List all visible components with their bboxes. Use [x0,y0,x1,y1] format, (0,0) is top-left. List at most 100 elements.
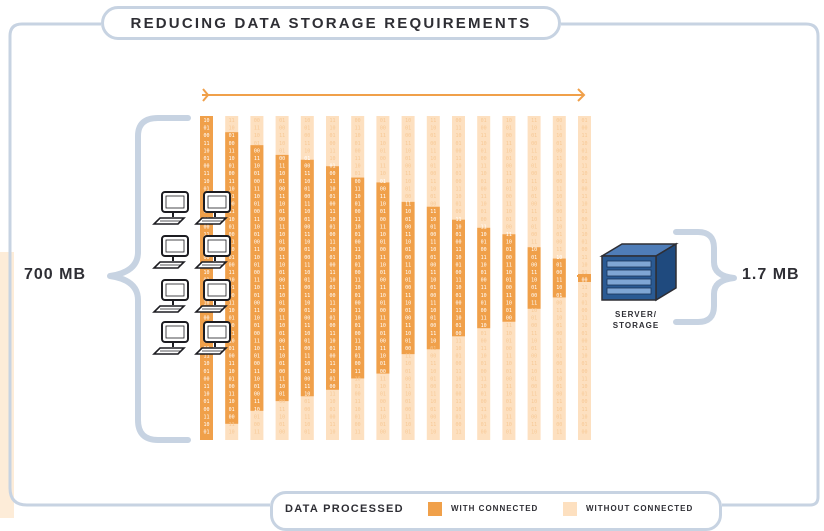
binary-digits: 00 [481,217,487,223]
binary-digits: 01 [229,285,235,291]
binary-digits: 00 [355,148,361,154]
binary-digits: 10 [329,186,335,192]
binary-digits: 10 [304,270,310,276]
binary-digits: 10 [481,202,487,208]
binary-digits: 10 [380,171,386,177]
binary-digits: 10 [506,422,512,428]
binary-digits: 11 [455,338,461,344]
binary-digits: 01 [531,194,537,200]
binary-digits: 11 [355,247,361,253]
binary-digits: 11 [355,338,361,344]
binary-digits: 10 [531,399,537,405]
binary-digits: 00 [279,217,285,223]
binary-digits: 10 [203,392,209,398]
binary-digits: 11 [455,430,461,436]
binary-digits: 00 [229,384,235,390]
binary-digits: 11 [229,331,235,337]
left-brace [107,115,191,443]
binary-digits: 10 [380,141,386,147]
binary-digits: 00 [355,392,361,398]
binary-digits: 11 [455,278,461,284]
binary-digits: 01 [556,293,562,299]
binary-digits: 11 [304,293,310,299]
binary-digits: 00 [380,186,386,192]
binary-digits: 00 [304,285,310,291]
binary-digits: 11 [430,179,436,185]
binary-digits: 11 [481,407,487,413]
binary-digits: 01 [581,148,587,154]
binary-digits: 01 [329,224,335,230]
binary-digits: 10 [355,133,361,139]
binary-digits: 10 [506,331,512,337]
binary-digits: 10 [329,126,335,132]
binary-digits: 10 [506,300,512,306]
binary-digits: 10 [254,255,260,261]
binary-digits: 11 [455,247,461,253]
legend: DATA PROCESSED WITH CONNECTED WITHOUT CO… [270,491,722,531]
binary-digits: 00 [455,179,461,185]
binary-digits: 11 [556,126,562,132]
binary-digits: 11 [481,376,487,382]
binary-digits: 01 [355,171,361,177]
binary-digits: 00 [405,376,411,382]
binary-digits: 11 [531,300,537,306]
binary-digits: 01 [430,255,436,261]
binary-digits: 01 [254,202,260,208]
binary-digits: 01 [581,392,587,398]
server-icon [599,242,679,302]
binary-digits: 00 [581,430,587,436]
binary-digits: 00 [581,126,587,132]
binary-digits: 10 [254,285,260,291]
binary-digits: 10 [279,354,285,360]
bar-with-connected [527,247,541,309]
binary-digits: 00 [581,186,587,192]
binary-digits: 01 [329,346,335,352]
binary-digits: 10 [405,422,411,428]
binary-digits: 10 [581,414,587,420]
binary-digits: 01 [329,194,335,200]
binary-digits: 10 [556,255,562,261]
binary-digits: 00 [355,422,361,428]
binary-digits: 10 [229,126,235,132]
binary-digits: 01 [229,224,235,230]
bar-with-connected [275,154,289,402]
binary-digits: 00 [405,133,411,139]
binary-digits: 01 [481,300,487,306]
binary-digits: 01 [355,323,361,329]
binary-digits: 10 [531,217,537,223]
binary-digits: 11 [304,354,310,360]
bar-column: 0100111001001110010011100100111001001110… [376,116,390,440]
binary-digits: 01 [279,331,285,337]
binary-digits: 10 [279,323,285,329]
binary-digits: 01 [531,285,537,291]
binary-digits: 00 [254,240,260,246]
binary-digits: 11 [506,323,512,329]
binary-digits: 11 [279,376,285,382]
binary-digits: 01 [329,407,335,413]
binary-digits: 10 [506,118,512,124]
binary-digits: 01 [506,156,512,162]
binary-digits: 10 [329,430,335,436]
binary-digits: 01 [304,399,310,405]
binary-digits: 00 [229,202,235,208]
binary-digits: 01 [279,148,285,154]
binary-digits: 10 [380,293,386,299]
binary-digits: 10 [329,308,335,314]
binary-digits: 10 [279,171,285,177]
binary-digits: 11 [531,209,537,215]
binary-digits: 11 [556,278,562,284]
binary-digits: 10 [254,224,260,230]
binary-digits: 10 [430,338,436,344]
binary-digits: 10 [304,209,310,215]
binary-digits: 11 [229,240,235,246]
binary-digits: 11 [556,217,562,223]
binary-digits: 00 [254,148,260,154]
binary-digits: 11 [254,186,260,192]
timeline-arrow [202,88,586,102]
binary-digits: 01 [254,262,260,268]
bar-column: 0011100100111001001110010011100100111001… [250,116,264,440]
binary-digits: 11 [355,126,361,132]
binary-digits: 10 [254,133,260,139]
binary-digits: 10 [279,293,285,299]
binary-digits: 00 [254,209,260,215]
